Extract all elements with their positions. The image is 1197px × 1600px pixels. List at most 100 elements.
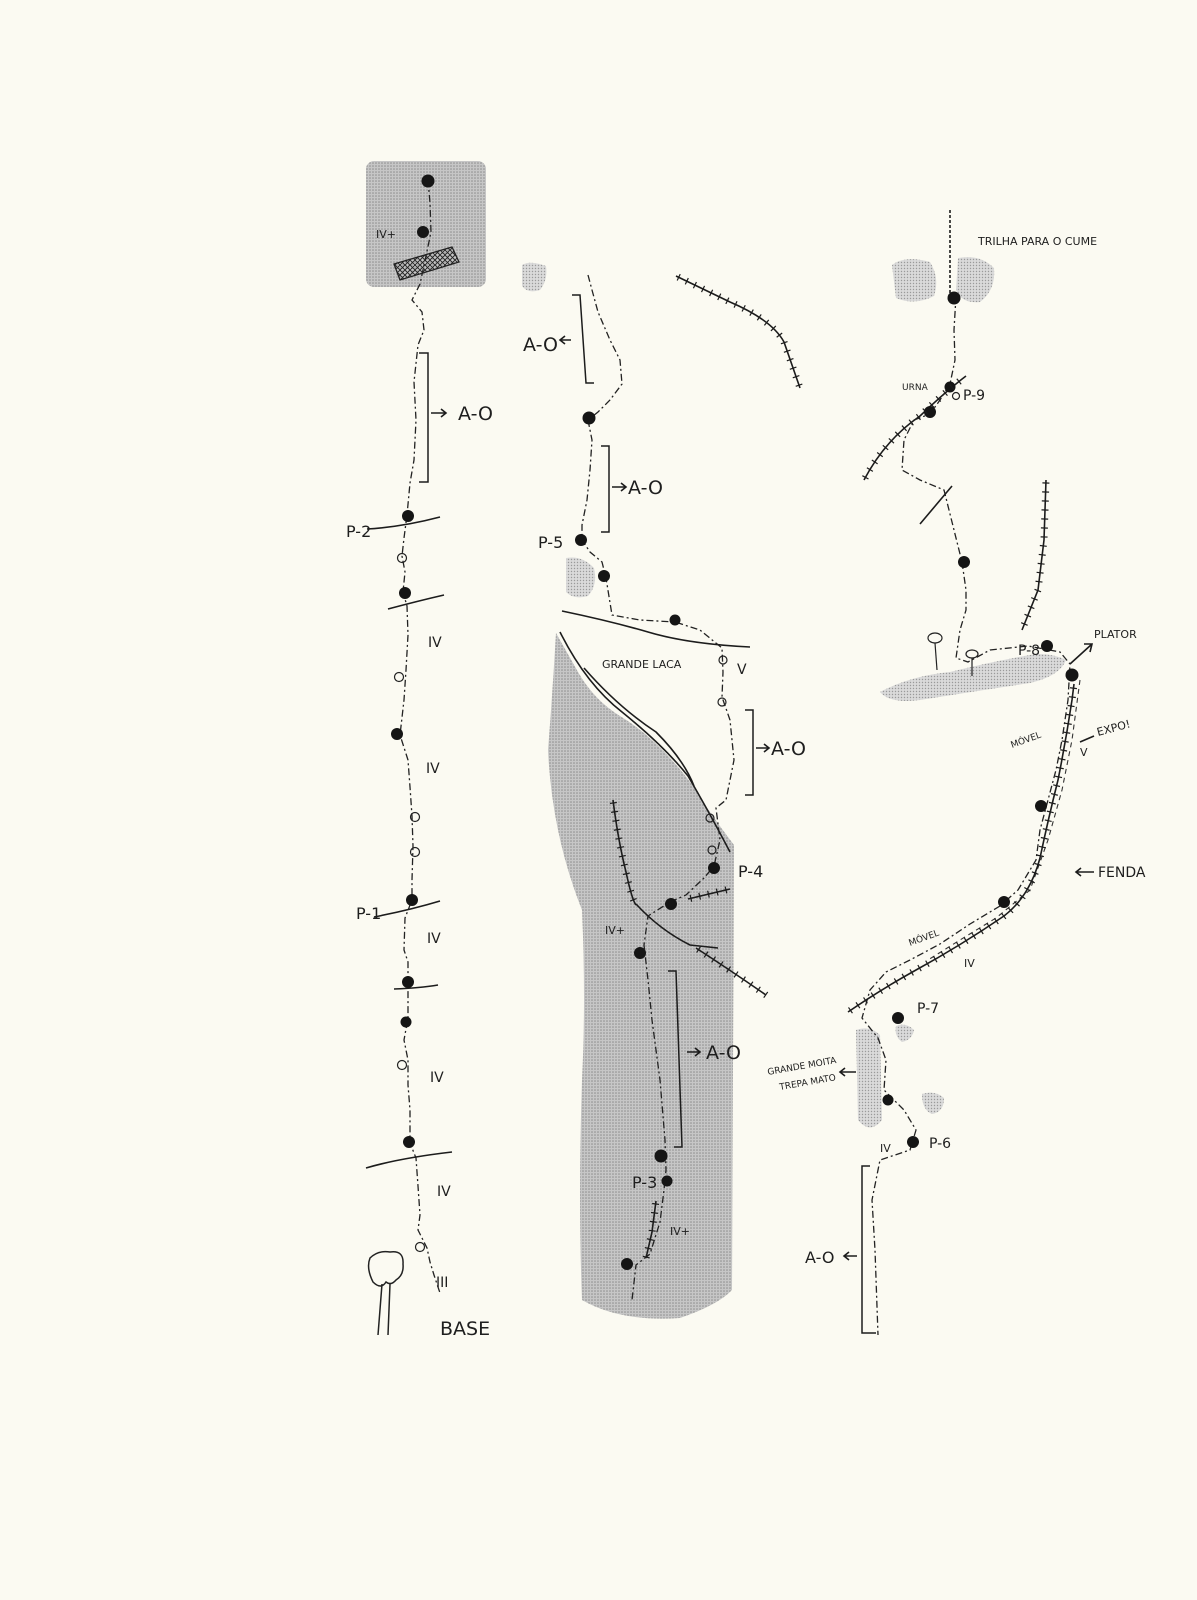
hatch-tick [795,383,803,387]
hatch-tick [711,956,717,963]
bolt [665,898,677,910]
crosshatch-ledge [393,246,460,281]
hatch-tick [763,991,769,999]
bolt [391,728,403,740]
grande-laca-shade [548,633,734,1319]
hatch-tick [615,837,623,840]
hatch-tick [1019,894,1026,900]
belay-label-p5: P-5 [538,533,563,552]
hatch-tick [1056,766,1064,770]
hatch-tick [676,273,681,281]
hatch-tick [622,872,630,876]
aid-arrow [842,1251,857,1261]
hatch-tick [871,459,878,465]
hatch-tick [700,285,706,293]
aid-arrow [756,743,771,753]
hatch-tick [652,1202,660,1206]
hatch-tick [642,1255,650,1259]
flake-inner-edge [583,667,695,787]
grade-label: V [1080,746,1088,759]
hatch-tick [1069,687,1078,690]
belay-label-p2: P-2 [346,522,371,541]
hatch-tick [1063,731,1071,734]
hatch-tick [1064,722,1072,725]
hatch-tick [986,922,992,930]
hatch-tick [689,894,693,902]
hatch-tick [1053,784,1061,788]
hatch-tick [612,819,620,822]
belay-ledge-p2 [366,516,441,530]
grade-label: IV [428,635,442,651]
hatch-tick [707,890,710,898]
hatch-tick [876,452,884,458]
pointer-arrow [1079,735,1095,743]
belay-bolt-p6 [907,1136,919,1148]
route-line-left [399,179,441,1294]
hatch-tick [863,997,868,1004]
ledge-line-2 [387,594,445,610]
hatch-tick [1044,819,1052,823]
piton-ring [396,552,408,564]
hatch-tick [748,981,754,988]
piton-ring [707,845,717,855]
piton-ring [414,1241,426,1253]
flake-label: GRANDE LACA [602,658,682,671]
hatch-tick [755,986,761,993]
bolt [634,947,646,959]
urna-label: URNA [902,383,929,393]
aid-arrow [687,1047,702,1057]
hatch-tick [629,897,637,902]
hatch-tick [1055,775,1063,779]
hatch-tick [893,978,899,985]
movel-label: MÓVEL [1009,729,1043,751]
piton-ring [396,1059,408,1071]
aid-bracket [572,294,594,384]
trail-label: TRILHA PARA O CUME [977,235,1097,248]
belay-label-p3: P-3 [632,1173,657,1192]
tree-icon [367,1250,404,1336]
flake-top-edge [561,610,751,648]
bolt [421,174,435,188]
hatch-tick [1034,862,1042,867]
hatch-tick [648,1229,656,1232]
hatch-tick [1035,580,1043,583]
aid-label: A-O [771,738,806,760]
hatch-tick [726,966,732,973]
grade-label: IV [964,957,975,970]
piton-ring [718,655,728,665]
hatch-tick [922,408,928,415]
hatch-tick [1031,871,1039,875]
hatch-tick [862,475,869,480]
grade-label: IV+ [670,1225,690,1238]
hatch-tick [627,889,635,893]
hatch-tick [789,366,797,370]
bolt [669,614,681,626]
hatch-tick [611,810,619,813]
hatch-tick [717,293,722,301]
hatch-tick [646,1238,654,1241]
hatch-tick [618,854,626,858]
hatch-tick [684,277,689,285]
aid-label: A-O [628,477,663,499]
right-column: TRILHA PARA O CUME A-O UR [767,210,1146,1336]
belay-bolt-p5 [575,534,587,546]
hatch-tick [698,892,702,900]
rock-shade [522,262,547,292]
route-variant-dotted [927,679,1081,961]
hatch-tick [776,332,783,338]
belay-bolt-p7 [892,1012,904,1024]
fenda-label: FENDA [1098,865,1146,881]
hatch-tick [948,946,954,954]
hatch-tick [783,349,791,353]
belay-bolt-p9 [944,381,956,393]
aid-label-left: A-O [458,403,493,425]
aid-bracket [668,970,683,1148]
belay-label-p7: P-7 [917,1001,939,1017]
trail-shade [956,257,995,303]
hatch-tick [724,886,728,894]
hatch-tick [993,917,999,925]
hatch-tick [908,419,914,426]
piton-ring [717,697,727,707]
hatch-tick [725,297,730,305]
ledge-line-4 [393,984,439,990]
